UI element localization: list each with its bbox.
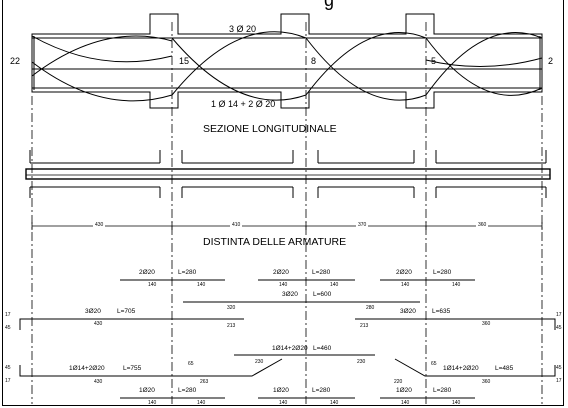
bar-bottom-long-right — [394, 358, 556, 377]
bar-leg: 45 — [556, 325, 562, 331]
bar-mark: 2Ø20 — [273, 269, 289, 276]
bar-mark: 3Ø20 — [400, 308, 416, 315]
bar-length: L=460 — [313, 345, 332, 352]
span-length: 430 — [93, 222, 106, 228]
bar-segment: 140 — [401, 400, 410, 406]
moment-curve — [305, 32, 427, 96]
bar-segment: 140 — [330, 400, 339, 406]
moment-curve — [305, 37, 427, 101]
bar-length: L=755 — [123, 365, 142, 372]
bar-hook: 17 — [556, 378, 562, 384]
bar-length: L=485 — [495, 365, 514, 372]
bar-length: L=280 — [312, 269, 331, 276]
bar-segment: 140 — [279, 400, 288, 406]
bar-mark: 1Ø14+2Ø20 — [272, 345, 308, 352]
bar-mark: 3Ø20 — [85, 308, 101, 315]
bar-segment: 280 — [366, 305, 375, 311]
bar-segment: 140 — [452, 282, 461, 288]
support-mark-label: 5 — [431, 56, 437, 66]
bar-mark: 1Ø20 — [273, 387, 289, 394]
bar-segment: 430 — [94, 321, 103, 327]
bar-mark: 1Ø14+2Ø20 — [69, 365, 105, 372]
bar-leg: 45 — [5, 365, 11, 371]
bar-segment: 140 — [452, 400, 461, 406]
bar-leg: 45 — [556, 365, 562, 371]
bar-hook: 17 — [556, 312, 562, 318]
longitudinal-section-heading: SEZIONE LONGITUDINALE — [203, 123, 337, 135]
schedule-heading: DISTINTA DELLE ARMATURE — [203, 236, 347, 248]
bar-segment: 140 — [197, 400, 206, 406]
moment-curve — [171, 37, 307, 101]
end-label-left: 22 — [10, 56, 21, 66]
bar-segment: 263 — [200, 379, 209, 385]
bar-mark: 3Ø20 — [282, 291, 298, 298]
header-title: g — [324, 0, 335, 10]
bar-mark: 1Ø14+2Ø20 — [443, 365, 479, 372]
bar-length: L=635 — [432, 308, 451, 315]
bar-segment: 140 — [148, 400, 157, 406]
bar-bottom-long-left — [19, 358, 283, 377]
bar-length: L=280 — [312, 387, 331, 394]
bar-length: L=280 — [178, 269, 197, 276]
bar-segment: 220 — [394, 379, 403, 385]
span-length: 410 — [230, 222, 243, 228]
bar-segment: 140 — [279, 282, 288, 288]
bar-mark: 2Ø20 — [139, 269, 155, 276]
moment-curve — [425, 32, 543, 96]
moment-curve — [31, 61, 173, 102]
bar-bend: 65 — [431, 361, 437, 367]
moment-curve — [171, 31, 307, 96]
bar-segment: 213 — [360, 323, 369, 329]
bar-length: L=280 — [433, 387, 452, 394]
bar-top-long-right — [355, 318, 556, 330]
bottom-bar-label: 1 Ø 14 + 2 Ø 20 — [211, 99, 276, 109]
span-length: 360 — [476, 222, 489, 228]
bar-length: L=280 — [433, 269, 452, 276]
end-label-right: 2 — [548, 56, 554, 66]
moment-curve — [425, 57, 543, 68]
bar-length: L=600 — [313, 291, 332, 298]
beam-outline — [31, 13, 543, 109]
bar-hook: 17 — [5, 312, 11, 318]
bar-segment: 230 — [255, 359, 264, 365]
bar-leg: 45 — [5, 325, 11, 331]
support-mark-label: 15 — [179, 56, 190, 66]
moment-curve — [31, 35, 173, 63]
moment-curve — [425, 37, 543, 96]
bar-mark: 1Ø20 — [396, 387, 412, 394]
bar-length: L=705 — [117, 308, 136, 315]
support-mark-label: 8 — [311, 56, 317, 66]
bar-segment: 230 — [357, 359, 366, 365]
bar-segment: 140 — [330, 282, 339, 288]
bar-segment: 140 — [197, 282, 206, 288]
bar-segment: 140 — [401, 282, 410, 288]
span-length: 370 — [356, 222, 369, 228]
bar-segment: 320 — [227, 305, 236, 311]
bar-length: L=280 — [178, 387, 197, 394]
bar-segment: 360 — [482, 379, 491, 385]
bar-top-long-left — [19, 318, 244, 330]
section-beam — [25, 168, 551, 180]
top-bar-label: 3 Ø 20 — [229, 24, 257, 34]
bar-mark: 1Ø20 — [139, 387, 155, 394]
bar-segment: 213 — [227, 323, 236, 329]
bar-bend: 65 — [188, 361, 194, 367]
bar-hook: 17 — [5, 378, 11, 384]
bar-segment: 140 — [148, 282, 157, 288]
bar-segment: 360 — [482, 321, 491, 327]
bar-segment: 430 — [94, 379, 103, 385]
bar-mark: 2Ø20 — [396, 269, 412, 276]
moment-curve — [31, 35, 173, 77]
